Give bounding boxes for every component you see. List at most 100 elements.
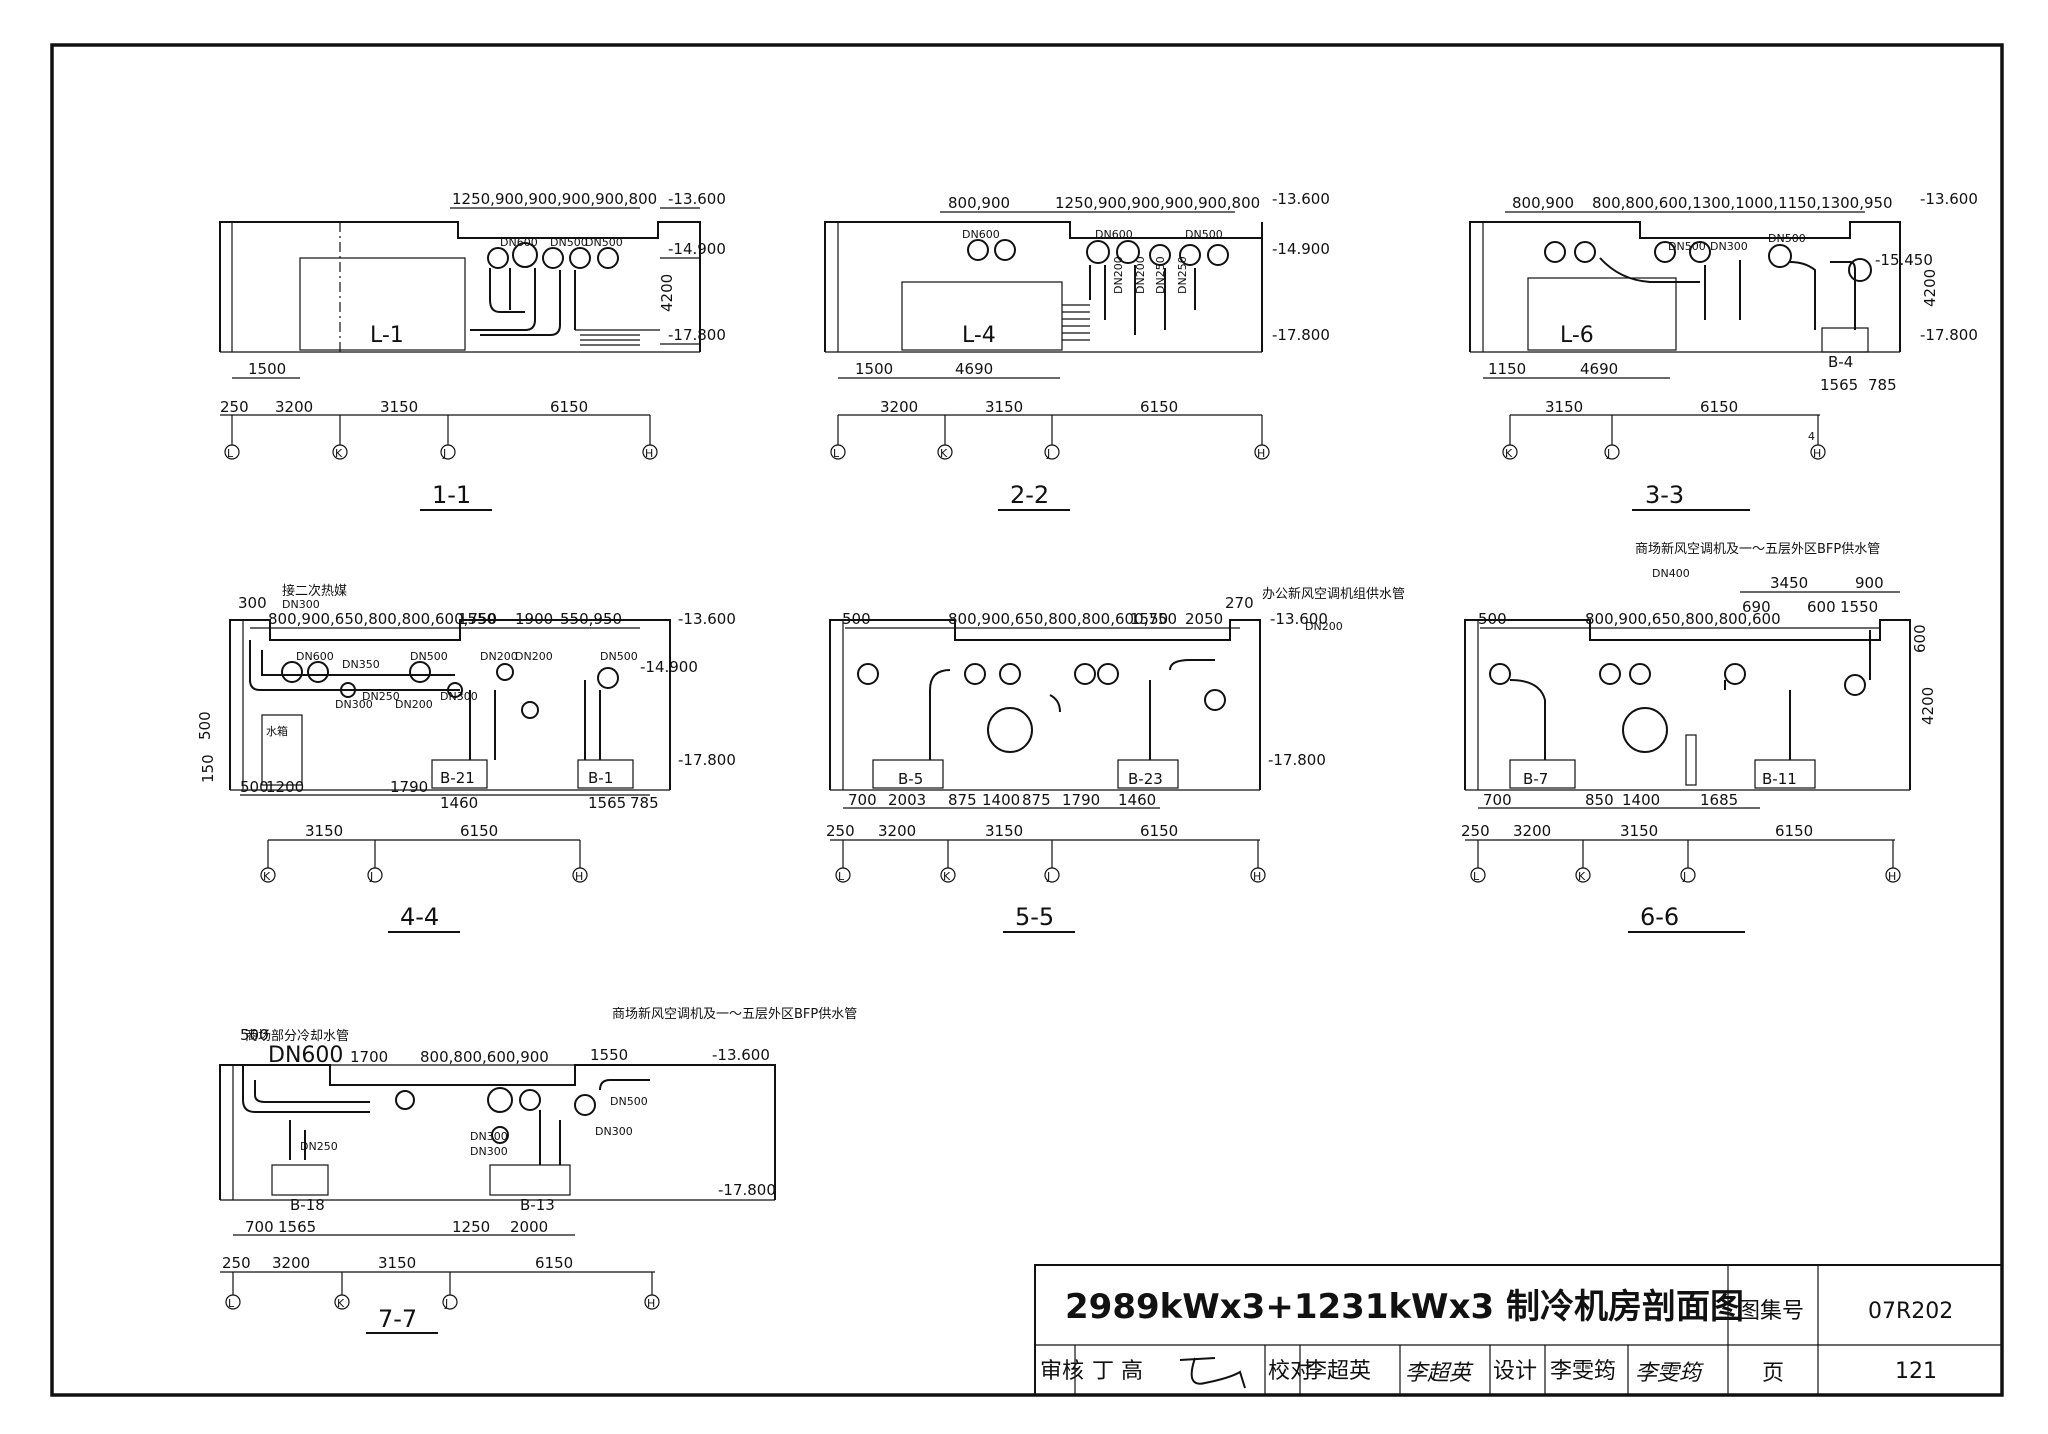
pump-label: B-23 — [1128, 770, 1163, 788]
elevation-label: -17.800 — [718, 1181, 776, 1199]
dim-sub: 1500 — [248, 360, 286, 378]
dim-bottom: 250 — [222, 1254, 251, 1272]
section-5-5: B-5 B-23 办公新风空调机组供水管 DN200 500 800,900,6… — [826, 586, 1405, 933]
dim-sub: 1400 — [1622, 791, 1660, 809]
dim-sub: 700 — [1483, 791, 1512, 809]
elevation-label: -15.450 — [1875, 251, 1933, 269]
note-label: 商场部分冷却水管 — [245, 1029, 349, 1044]
section-title: 5-5 — [1015, 903, 1054, 931]
axis-label: L — [1473, 870, 1480, 883]
dim-sub: 1790 — [390, 778, 428, 796]
sheet-border — [50, 43, 2004, 1397]
dn-label: DN200 — [480, 650, 518, 663]
axis-bubble — [332, 444, 348, 460]
section-3-3: L-6 B-4 800,900 800,800,600,1300,1000,11… — [1469, 190, 1978, 511]
dim-sub: 1150 — [1488, 360, 1526, 378]
dim-sub: 785 — [630, 794, 659, 812]
pump-label: B-5 — [898, 770, 923, 788]
elevation-label: -17.800 — [678, 751, 736, 769]
dn-label: DN300 — [595, 1125, 633, 1138]
dim-top: 1550 — [1130, 610, 1168, 628]
axis-label: K — [940, 447, 948, 460]
stairs — [1062, 304, 1090, 341]
axis-label: K — [335, 447, 343, 460]
dim-sub: 500 — [240, 778, 269, 796]
dn-label: DN600 — [1095, 228, 1133, 241]
pipe-circle — [542, 247, 564, 269]
dim-bottom: 250 — [1461, 822, 1490, 840]
dn-label: DN250 — [1154, 256, 1167, 294]
section-title: 2-2 — [1010, 481, 1049, 509]
pipe-circle — [512, 242, 538, 268]
axis-label: L — [228, 1297, 235, 1310]
section-title: 4-4 — [400, 903, 439, 931]
pump-unit — [431, 759, 488, 789]
axis-label: L — [833, 447, 840, 460]
axis-label: J — [1606, 447, 1610, 460]
dn-label: DN350 — [342, 658, 380, 671]
axis-label: K — [1505, 447, 1513, 460]
axis-bubble — [642, 444, 658, 460]
axis-label: H — [575, 870, 583, 883]
dim-top: 500 — [240, 1026, 269, 1044]
pump-label: B-7 — [1523, 770, 1548, 788]
dim-top: 800,900,650,800,800,600 — [1585, 610, 1781, 628]
section-1-1: L-1 1250,900,900,900,900,800 DN600 DN500… — [219, 190, 726, 511]
dim-sub: 1790 — [1062, 791, 1100, 809]
dim-top: 1250,900,900,900,900,800 — [1055, 194, 1260, 212]
dim-bottom: 250 — [220, 398, 249, 416]
note-label: 商场新风空调机及一～五层外区BFP供水管 — [1635, 541, 1880, 557]
pump-label: B-18 — [290, 1196, 325, 1214]
page-number: 121 — [1895, 1359, 1937, 1384]
note-label: 接二次热媒 — [282, 583, 347, 599]
dim-top: 800,900 — [948, 194, 1010, 212]
dim-sub: 1500 — [855, 360, 893, 378]
title-block: 2989kWx3+1231kWx3 制冷机房剖面图 图集号 07R202 审核 … — [1034, 1264, 2003, 1396]
dn-label: DN300 — [470, 1130, 508, 1143]
check-label: 校对 — [1268, 1359, 1312, 1384]
dim-bottom: 3150 — [380, 398, 418, 416]
dim-top: 270 — [1225, 594, 1254, 612]
elevation-label: -14.900 — [668, 240, 726, 258]
tank-label: 水箱 — [266, 724, 288, 738]
dim-sub: 1565 — [278, 1218, 316, 1236]
dim-sub: 2000 — [510, 1218, 548, 1236]
dim-sub: 1460 — [1118, 791, 1156, 809]
axis-label: H — [647, 1297, 655, 1310]
elevation-label: -13.600 — [678, 610, 736, 628]
dn-label: DN500 — [1668, 240, 1706, 253]
dn-label: DN300 — [282, 598, 320, 611]
dn-label: DN400 — [1652, 567, 1690, 580]
room-outline — [219, 221, 701, 352]
dim-sub: 4690 — [1580, 360, 1618, 378]
atlas-label: 图集号 — [1738, 1299, 1804, 1324]
dim-bottom: 6150 — [1775, 822, 1813, 840]
dim-top: 800,800,600,900 — [420, 1048, 549, 1066]
drawing-title: 2989kWx3+1231kWx3 制冷机房剖面图 — [1065, 1287, 1744, 1327]
axis-label: K — [1578, 870, 1586, 883]
side-dim: 4200 — [1919, 687, 1937, 725]
dim-top: 800,900,650,800,800,600,750 — [948, 610, 1177, 628]
dim-sub: 1200 — [266, 778, 304, 796]
axis-label: J — [1682, 870, 1686, 883]
dim-top: 500 — [842, 610, 871, 628]
designer-signature: 李雯筠 — [1635, 1361, 1704, 1386]
dn-label: DN500 — [1768, 232, 1806, 245]
dn-label: DN200 — [395, 698, 433, 711]
elevation-label: -13.600 — [1270, 610, 1328, 628]
axis-label: J — [1046, 447, 1050, 460]
section-2-2: L-4 800,900 1250,900,900,900,900,800 DN6… — [824, 190, 1330, 511]
stairs — [580, 334, 640, 346]
dim-top: 3450 — [1770, 574, 1808, 592]
dim-bottom: 6150 — [1140, 822, 1178, 840]
designer-name: 李雯筠 — [1550, 1359, 1616, 1384]
pump-unit — [577, 759, 634, 789]
dn-label: DN200 — [1134, 256, 1147, 294]
dn-label: DN200 — [1305, 620, 1343, 633]
section-title: 6-6 — [1640, 903, 1679, 931]
section-title: 1-1 — [432, 481, 471, 509]
dim-bottom: 3150 — [985, 822, 1023, 840]
elevation-label: -17.800 — [1268, 751, 1326, 769]
elevation-label: -13.600 — [712, 1046, 770, 1064]
pump-label: B-21 — [440, 769, 475, 787]
